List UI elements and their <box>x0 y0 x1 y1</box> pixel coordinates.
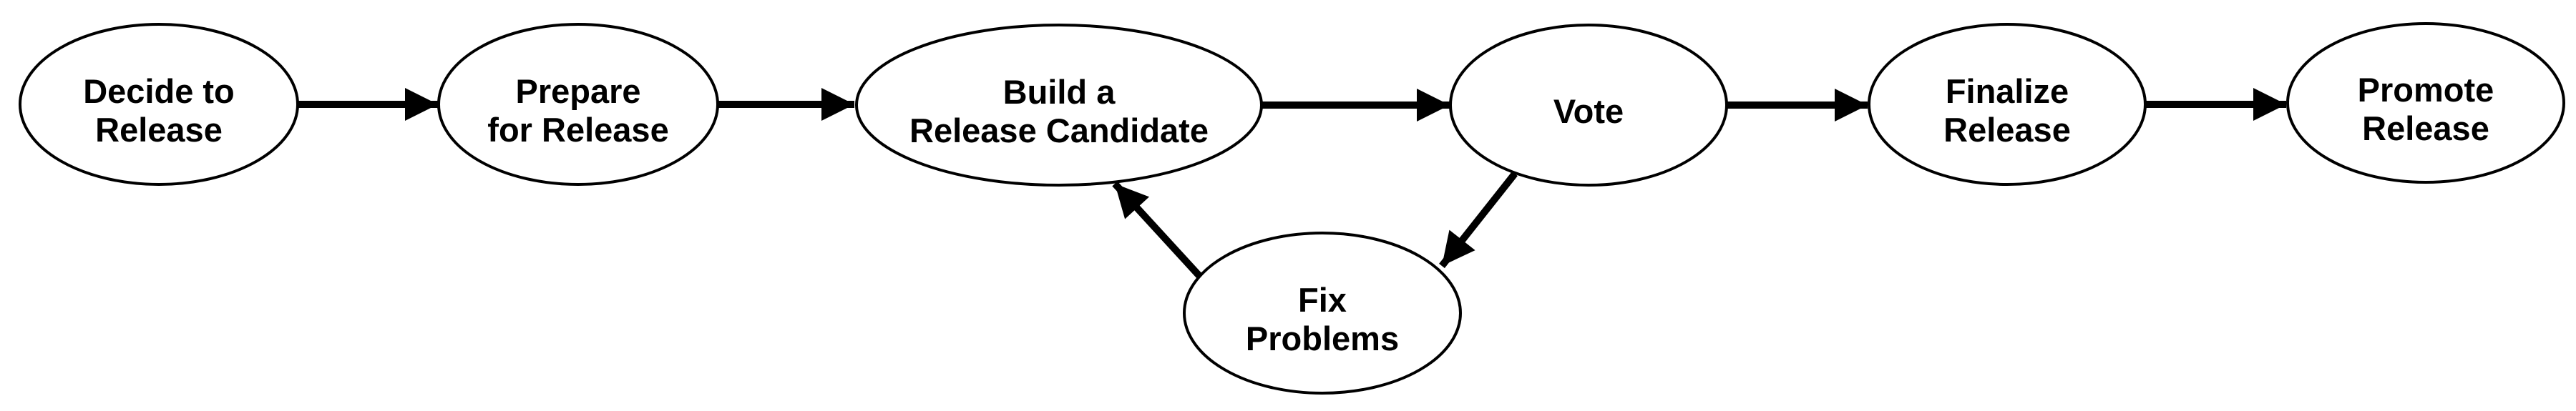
node-build-a-release-candidate-shape <box>855 24 1263 187</box>
node-vote: Vote <box>1449 24 1728 187</box>
node-build-a-release-candidate-label-line-2: Release Candidate <box>909 112 1209 149</box>
node-fix-problems-label-line-2: Problems <box>1246 320 1399 357</box>
node-vote-label-line-1: Vote <box>1553 92 1624 130</box>
arrow-vote-to-fix-problems <box>1439 171 1518 269</box>
node-finalize-release-label-line-2: Release <box>1943 111 2071 149</box>
node-prepare-for-release-shape <box>437 23 719 186</box>
node-prepare-for-release-label-line-1: Prepare <box>515 72 640 110</box>
node-finalize-release-label-line-1: Finalize <box>1946 72 2069 110</box>
node-promote-release-label-line-1: Promote <box>2358 71 2494 109</box>
node-vote-label: Vote <box>1553 92 1624 130</box>
arrow-fix-problems-to-build-a-release-candidate <box>1112 181 1204 280</box>
edges-layer <box>298 88 2286 280</box>
node-promote-release-shape <box>2286 22 2565 184</box>
node-decide-to-release-label-line-2: Release <box>95 111 223 149</box>
node-fix-problems-label-line-1: Fix <box>1298 281 1347 319</box>
node-promote-release-label-line-2: Release <box>2362 109 2489 147</box>
node-decide-to-release-label-line-1: Decide to <box>83 72 235 110</box>
node-decide-to-release-shape <box>19 23 299 186</box>
node-vote-shape <box>1449 24 1728 187</box>
node-finalize-release-shape <box>1868 23 2147 186</box>
node-prepare-for-release-label-line-2: for Release <box>487 111 668 149</box>
node-fix-problems-shape <box>1183 232 1462 395</box>
node-build-a-release-candidate-label-line-1: Build a <box>1003 73 1116 111</box>
